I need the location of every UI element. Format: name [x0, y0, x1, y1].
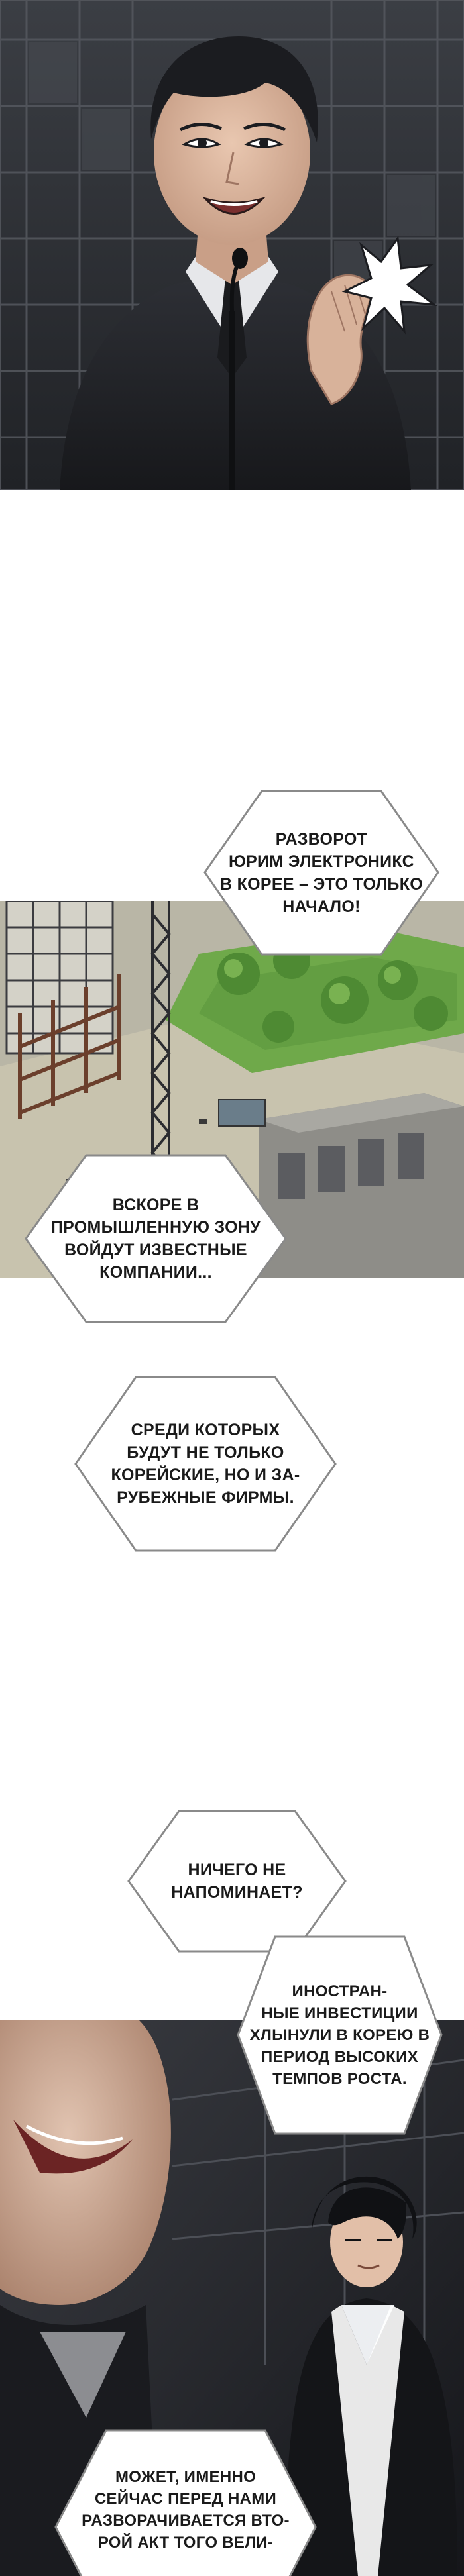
panel-speaker — [0, 0, 464, 490]
speech-text-1: РАЗВОРОТ ЮРИМ ЭЛЕКТРОНИКС В КОРЕЕ – ЭТО … — [219, 829, 424, 916]
speech-text-5: ИНОСТРАН- НЫЕ ИНВЕСТИЦИИ ХЛЫНУЛИ В КОРЕЮ… — [249, 1983, 430, 2088]
speech-text-3: СРЕДИ КОТОРЫХ БУДУТ НЕ ТОЛЬКО КОРЕЙСКИЕ,… — [111, 1421, 300, 1507]
speech-bubble-3: СРЕДИ КОТОРЫХ БУДУТ НЕ ТОЛЬКО КОРЕЙСКИЕ,… — [73, 1374, 338, 1553]
speech-text-4: НИЧЕГО НЕ НАПОМИНАЕТ? — [171, 1861, 303, 1902]
hexagon-bubble-shape — [203, 790, 439, 956]
hexagon-bubble-shape — [74, 1376, 337, 1552]
speech-bubble-6: МОЖЕТ, ИМЕННО СЕЙЧАС ПЕРЕД НАМИ РАЗВОРАЧ… — [53, 2428, 318, 2576]
speech-bubble-5: ИНОСТРАН- НЫЕ ИНВЕСТИЦИИ ХЛЫНУЛИ В КОРЕЮ… — [235, 1934, 444, 2136]
protagonist-figure — [285, 2176, 457, 2576]
hexagon-bubble-shape — [237, 1935, 443, 2135]
speech-text-2: ВСКОРЕ В ПРОМЫШЛЕННУЮ ЗОНУ ВОЙДУТ ИЗВЕСТ… — [50, 1196, 261, 1282]
speaker-illustration — [0, 0, 464, 490]
hexagon-bubble-shape — [54, 2429, 317, 2576]
speech-bubble-1: РАЗВОРОТ ЮРИМ ЭЛЕКТРОНИКС В КОРЕЕ – ЭТО … — [202, 788, 441, 957]
hexagon-bubble-shape — [25, 1154, 287, 1323]
speech-bubble-4: НИЧЕГО НЕ НАПОМИНАЕТ? — [126, 1808, 348, 1954]
speech-bubble-2: ВСКОРЕ В ПРОМЫШЛЕННУЮ ЗОНУ ВОЙДУТ ИЗВЕСТ… — [23, 1153, 288, 1325]
speech-text-6: МОЖЕТ, ИМЕННО СЕЙЧАС ПЕРЕД НАМИ РАЗВОРАЧ… — [82, 2468, 290, 2551]
